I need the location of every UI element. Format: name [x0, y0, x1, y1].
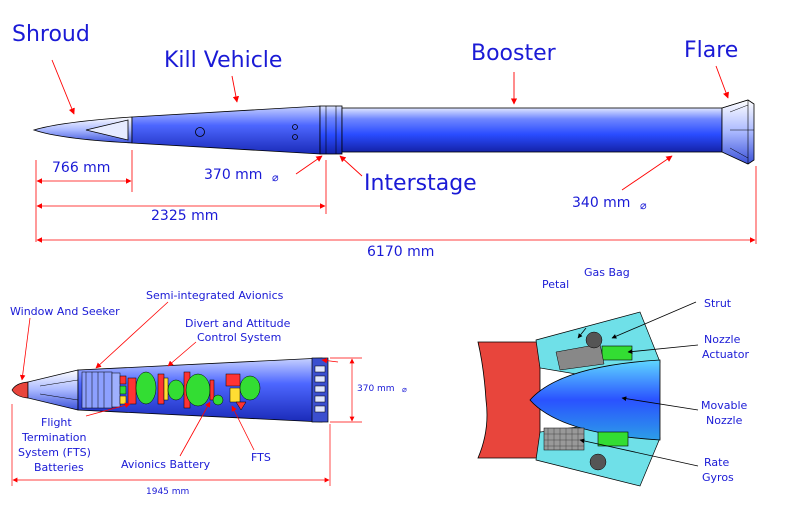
label-2325mm: 2325 mm — [151, 208, 218, 224]
label-370-dia: ⌀ — [272, 171, 279, 184]
label-semi-avionics: Semi-integrated Avionics — [146, 289, 284, 302]
kv-forward-cone — [27, 369, 79, 411]
fts-batteries — [119, 375, 137, 405]
label-340-dia: ⌀ — [640, 199, 647, 212]
motor-case — [477, 341, 541, 459]
label-divert-1: Divert and Attitude — [185, 317, 291, 330]
label-avionics-battery: Avionics Battery — [121, 458, 211, 471]
label-370mm: 370 mm — [204, 167, 262, 183]
label-fts-batt-3: System (FTS) — [18, 446, 91, 459]
label-fts-batt-4: Batteries — [34, 461, 84, 474]
label-kv-dia: ⌀ — [402, 385, 407, 394]
label-divert-2: Control System — [197, 331, 281, 344]
label-window-seeker: Window And Seeker — [10, 305, 120, 318]
label-fts-batt-2: Termination — [21, 431, 87, 444]
strut-ball-top — [585, 331, 603, 349]
fts-unit — [225, 373, 261, 411]
label-petal: Petal — [542, 278, 569, 291]
label-gas-bag: Gas Bag — [584, 266, 630, 279]
booster-shape — [341, 107, 723, 153]
kv-port-small-2 — [292, 134, 298, 140]
label-fts: FTS — [251, 451, 271, 464]
label-fts-batt-1: Flight — [41, 416, 72, 429]
semi-integrated-avionics — [81, 371, 121, 409]
label-strut: Strut — [704, 297, 732, 310]
full-missile: Shroud Kill Vehicle Booster Flare Inters… — [12, 22, 757, 260]
label-shroud: Shroud — [12, 22, 90, 47]
divert-attitude-system — [135, 371, 224, 409]
label-kv-370mm: 370 mm — [357, 384, 395, 394]
kill-vehicle-section — [131, 105, 321, 155]
seeker-window — [11, 381, 29, 399]
nozzle-actuator-top — [601, 345, 633, 361]
label-interstage: Interstage — [364, 171, 477, 196]
kv-port-large — [195, 127, 205, 137]
flare-shape — [721, 99, 755, 165]
interstage-shape — [319, 105, 343, 155]
label-rate-gyros-1: Rate — [704, 456, 729, 469]
shroud-window — [85, 119, 129, 141]
label-rate-gyros-2: Gyros — [702, 471, 734, 484]
kill-vehicle-cutaway: Window And Seeker Semi-integrated Avioni… — [10, 289, 407, 497]
label-movable-nozzle-1: Movable — [701, 399, 748, 412]
nozzle-cutaway: Gas Bag Petal Strut Nozzle Actuator Mova… — [477, 266, 749, 487]
label-766mm: 766 mm — [52, 160, 110, 176]
label-nozzle-actuator-2: Actuator — [702, 348, 749, 361]
nozzle-actuator-bottom — [597, 431, 629, 447]
label-1945mm: 1945 mm — [146, 487, 189, 497]
rate-gyro-ball — [589, 453, 607, 471]
label-flare: Flare — [684, 38, 738, 63]
label-6170mm: 6170 mm — [367, 244, 434, 260]
label-booster: Booster — [471, 41, 557, 66]
label-340mm: 340 mm — [572, 195, 630, 211]
label-nozzle-actuator-1: Nozzle — [704, 333, 741, 346]
kv-port-small-1 — [292, 124, 298, 130]
label-movable-nozzle-2: Nozzle — [706, 414, 743, 427]
movable-nozzle-shape — [529, 359, 661, 441]
label-kill-vehicle: Kill Vehicle — [164, 48, 282, 73]
